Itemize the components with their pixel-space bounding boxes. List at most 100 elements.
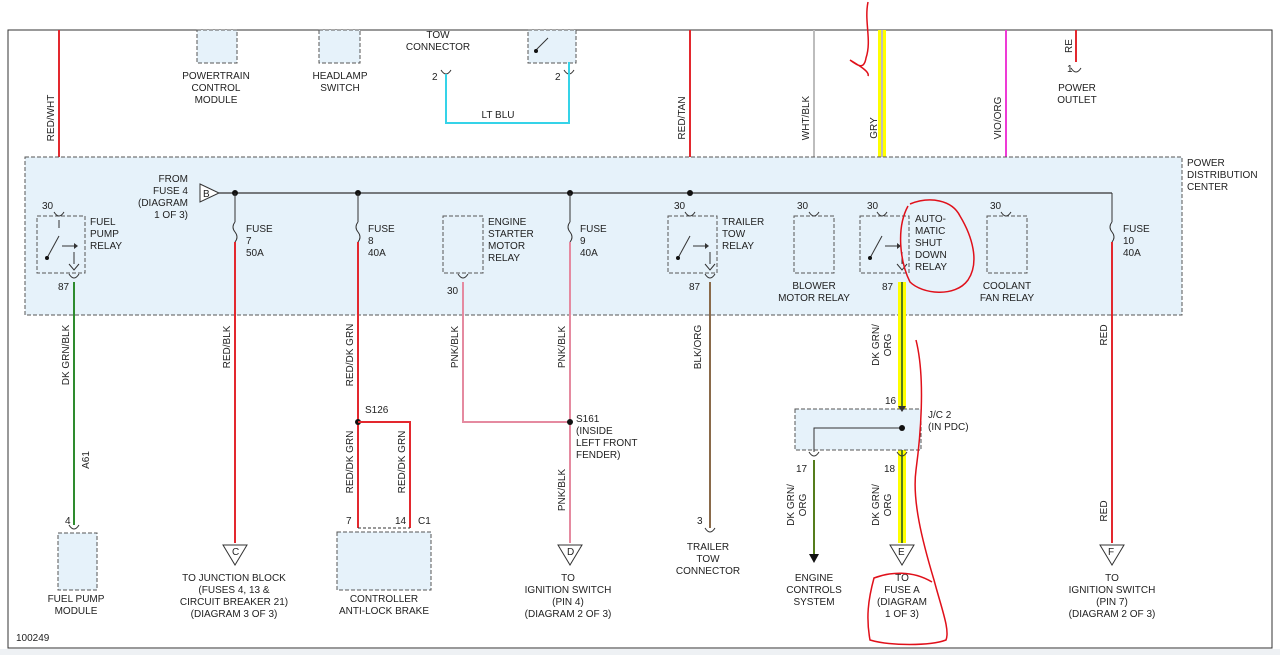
connector-f bbox=[1099, 544, 1125, 566]
jc2-label: J/C 2(IN PDC) bbox=[928, 410, 969, 433]
fuse-7-symbol bbox=[232, 221, 238, 243]
trailer-tow-relay bbox=[667, 215, 718, 274]
trailer-connector-pin3: 3 bbox=[697, 516, 703, 527]
pnk-blk-label-1: PNK/BLK bbox=[450, 326, 461, 369]
pcm-box bbox=[196, 29, 238, 64]
red-label-2: RED bbox=[1099, 500, 1110, 521]
red-dk-grn-label-2: RED/DK GRN bbox=[345, 431, 356, 494]
trailer-tow-pin87: 87 bbox=[689, 282, 701, 293]
fuel-pump-relay-pin30: 30 bbox=[42, 201, 54, 212]
tow-switch-box bbox=[527, 29, 577, 64]
lt-blu-wire bbox=[445, 62, 570, 124]
vio-org-label: VIO/ORG bbox=[993, 96, 1004, 139]
dk-grn-org-label-3: DK GRN/ORG bbox=[871, 484, 894, 526]
wht-blk-label: WHT/BLK bbox=[801, 95, 812, 140]
lt-blu-label: LT BLU bbox=[482, 110, 515, 121]
red-blk-label: RED/BLK bbox=[222, 325, 233, 368]
pnk-blk-wire-1 bbox=[462, 282, 570, 423]
red-wht-label: RED/WHT bbox=[46, 95, 57, 142]
connector-b-label: B bbox=[203, 189, 210, 200]
blower-motor-relay bbox=[793, 215, 835, 274]
coolant-fan-relay bbox=[986, 215, 1028, 274]
fuse-8-symbol bbox=[355, 221, 361, 243]
re-label: RE bbox=[1064, 39, 1075, 53]
tow-pin-right: 2 bbox=[555, 72, 561, 83]
fuse-9-symbol bbox=[567, 221, 573, 243]
red-dk-grn-label-3: RED/DK GRN bbox=[397, 431, 408, 494]
red-label-1: RED bbox=[1099, 324, 1110, 345]
annotation-fuse-a-outline bbox=[867, 339, 948, 646]
jc2-pin18: 18 bbox=[884, 464, 896, 475]
s126-label: S126 bbox=[365, 405, 389, 416]
anti-lock-brake-controller bbox=[336, 531, 432, 591]
abs-pin14: 14 bbox=[395, 516, 407, 527]
red-tan-label: RED/TAN bbox=[677, 96, 688, 139]
connector-c bbox=[222, 544, 248, 566]
fuel-pump-module bbox=[57, 532, 98, 591]
dk-grn-blk-label: DK GRN/BLK bbox=[61, 324, 72, 385]
headlamp-switch-box bbox=[318, 29, 361, 64]
dk-grn-org-label-2: DK GRN/ORG bbox=[786, 484, 809, 526]
fuel-pump-relay-pin87: 87 bbox=[58, 282, 70, 293]
jc2-pin16: 16 bbox=[885, 396, 897, 407]
fuel-pump-pin4: 4 bbox=[65, 516, 71, 527]
connector-e-label: E bbox=[898, 547, 905, 558]
connector-f-label: F bbox=[1108, 547, 1114, 558]
abs-c1: C1 bbox=[418, 516, 431, 527]
diagram-id: 100249 bbox=[16, 633, 50, 644]
splice-s161 bbox=[567, 419, 573, 425]
pnk-blk-label-2: PNK/BLK bbox=[557, 326, 568, 369]
annotation-top-squiggle bbox=[849, 1, 870, 77]
asd-pin87: 87 bbox=[882, 282, 894, 293]
dk-grn-org-label-1: DK GRN/ORG bbox=[871, 324, 894, 366]
connector-e bbox=[889, 544, 915, 566]
bottom-strip bbox=[0, 649, 1280, 655]
diagram-frame bbox=[7, 29, 1273, 649]
annotation-asd-circle bbox=[899, 199, 975, 293]
red-dk-grn-branch bbox=[358, 421, 411, 528]
junction-block-label: TO JUNCTION BLOCK(FUSES 4, 13 &CIRCUIT B… bbox=[180, 573, 288, 620]
fuel-pump-relay bbox=[36, 215, 86, 274]
connector-b bbox=[199, 183, 221, 203]
outlet-pin: 1 bbox=[1067, 64, 1073, 75]
connector-d bbox=[557, 544, 583, 566]
connector-d-label: D bbox=[567, 547, 574, 558]
trailer-tow-pin30: 30 bbox=[674, 201, 686, 212]
engine-starter-pin30: 30 bbox=[447, 286, 459, 297]
red-dk-grn-label: RED/DK GRN bbox=[345, 324, 356, 387]
asd-pin30: 30 bbox=[867, 201, 879, 212]
connector-c-label: C bbox=[232, 547, 239, 558]
tow-pin-left: 2 bbox=[432, 72, 438, 83]
pnk-blk-label-3: PNK/BLK bbox=[557, 469, 568, 512]
abs-pin7: 7 bbox=[346, 516, 352, 527]
jc2-pin17: 17 bbox=[796, 464, 808, 475]
fuse-10-symbol bbox=[1109, 221, 1115, 243]
coolant-fan-pin30: 30 bbox=[990, 201, 1002, 212]
blk-org-label: BLK/ORG bbox=[693, 325, 704, 370]
